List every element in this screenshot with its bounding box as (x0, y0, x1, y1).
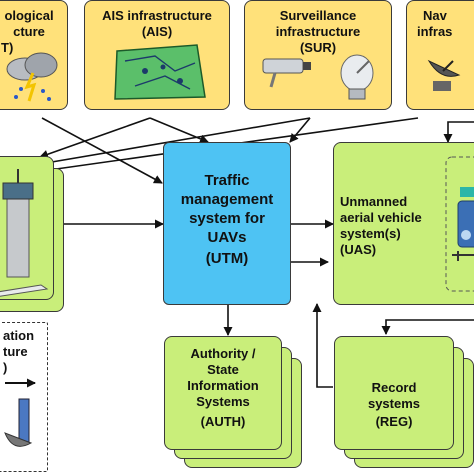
nav-line2: infras (417, 24, 453, 39)
camera-radar-icon (262, 54, 374, 100)
reg-box: Record systems (REG) (334, 336, 454, 450)
navigation-infrastructure-box: Nav infras (406, 0, 474, 110)
uas-line3: system(s) (340, 226, 401, 241)
nav-line1: Nav (423, 8, 447, 23)
utm-abbr: (UTM) (205, 250, 249, 267)
auth-line2: State (207, 362, 239, 377)
comm-line1: ation (3, 328, 35, 343)
ais-abbr: (AIS) (141, 24, 173, 39)
auth-line4: Systems (196, 394, 250, 409)
utm-line1: Traffic (204, 172, 250, 189)
control-tower-icon (0, 169, 49, 297)
arrow-nav-to-uas (443, 121, 474, 143)
arrow-ais-to-utm (149, 117, 209, 144)
arrow-sur-to-atc (39, 117, 311, 168)
utm-line2: management (180, 191, 274, 208)
auth-box: Authority / State Information Systems (A… (164, 336, 282, 450)
auth-line3: Information (187, 378, 259, 393)
uav-controller-icon (445, 156, 474, 292)
utm-box: Traffic management system for UAVs (UTM) (163, 142, 291, 305)
meteorological-infrastructure-box: ological cture T) (0, 0, 68, 110)
sur-line1: Surveillance (279, 8, 357, 23)
uas-line2: aerial vehicle (340, 210, 422, 225)
comm-abbr: ) (3, 360, 8, 375)
met-line2: cture (13, 24, 45, 39)
communication-infrastructure-box: ation ture ) (0, 322, 48, 472)
reg-line2: systems (367, 396, 421, 411)
arrow-met-to-utm (41, 117, 163, 184)
satellite-dish-icon (427, 59, 461, 91)
reg-line1: Record (371, 380, 417, 395)
sur-abbr: (SUR) (299, 40, 337, 55)
arrow-sur-to-utm (289, 117, 311, 143)
ais-infrastructure-box: AIS infrastructure (AIS) (84, 0, 230, 110)
met-abbr: T) (1, 40, 14, 55)
auth-line1: Authority / (190, 346, 256, 361)
antenna-satellite-icon (4, 378, 36, 447)
utm-line4: UAVs (207, 229, 247, 246)
arrow-right-to-reg (381, 319, 474, 335)
arrow-reg-to-utm (312, 303, 333, 388)
uas-line1: Unmanned (340, 194, 408, 209)
reg-abbr: (REG) (375, 414, 413, 429)
uas-abbr: (UAS) (340, 242, 377, 257)
airspace-map-icon (114, 44, 206, 100)
weather-cloud-icon (6, 52, 58, 102)
auth-abbr: (AUTH) (200, 414, 246, 429)
surveillance-infrastructure-box: Surveillance infrastructure (SUR) (244, 0, 392, 110)
atc-box (0, 156, 54, 300)
arrow-ais-to-atc (39, 117, 151, 159)
comm-line2: ture (3, 344, 28, 359)
utm-line3: system for (189, 210, 265, 227)
uas-box: Unmanned aerial vehicle system(s) (UAS) (333, 142, 474, 305)
sur-line2: infrastructure (275, 24, 361, 39)
ais-line1: AIS infrastructure (102, 8, 212, 23)
met-line1: ological (4, 8, 54, 23)
